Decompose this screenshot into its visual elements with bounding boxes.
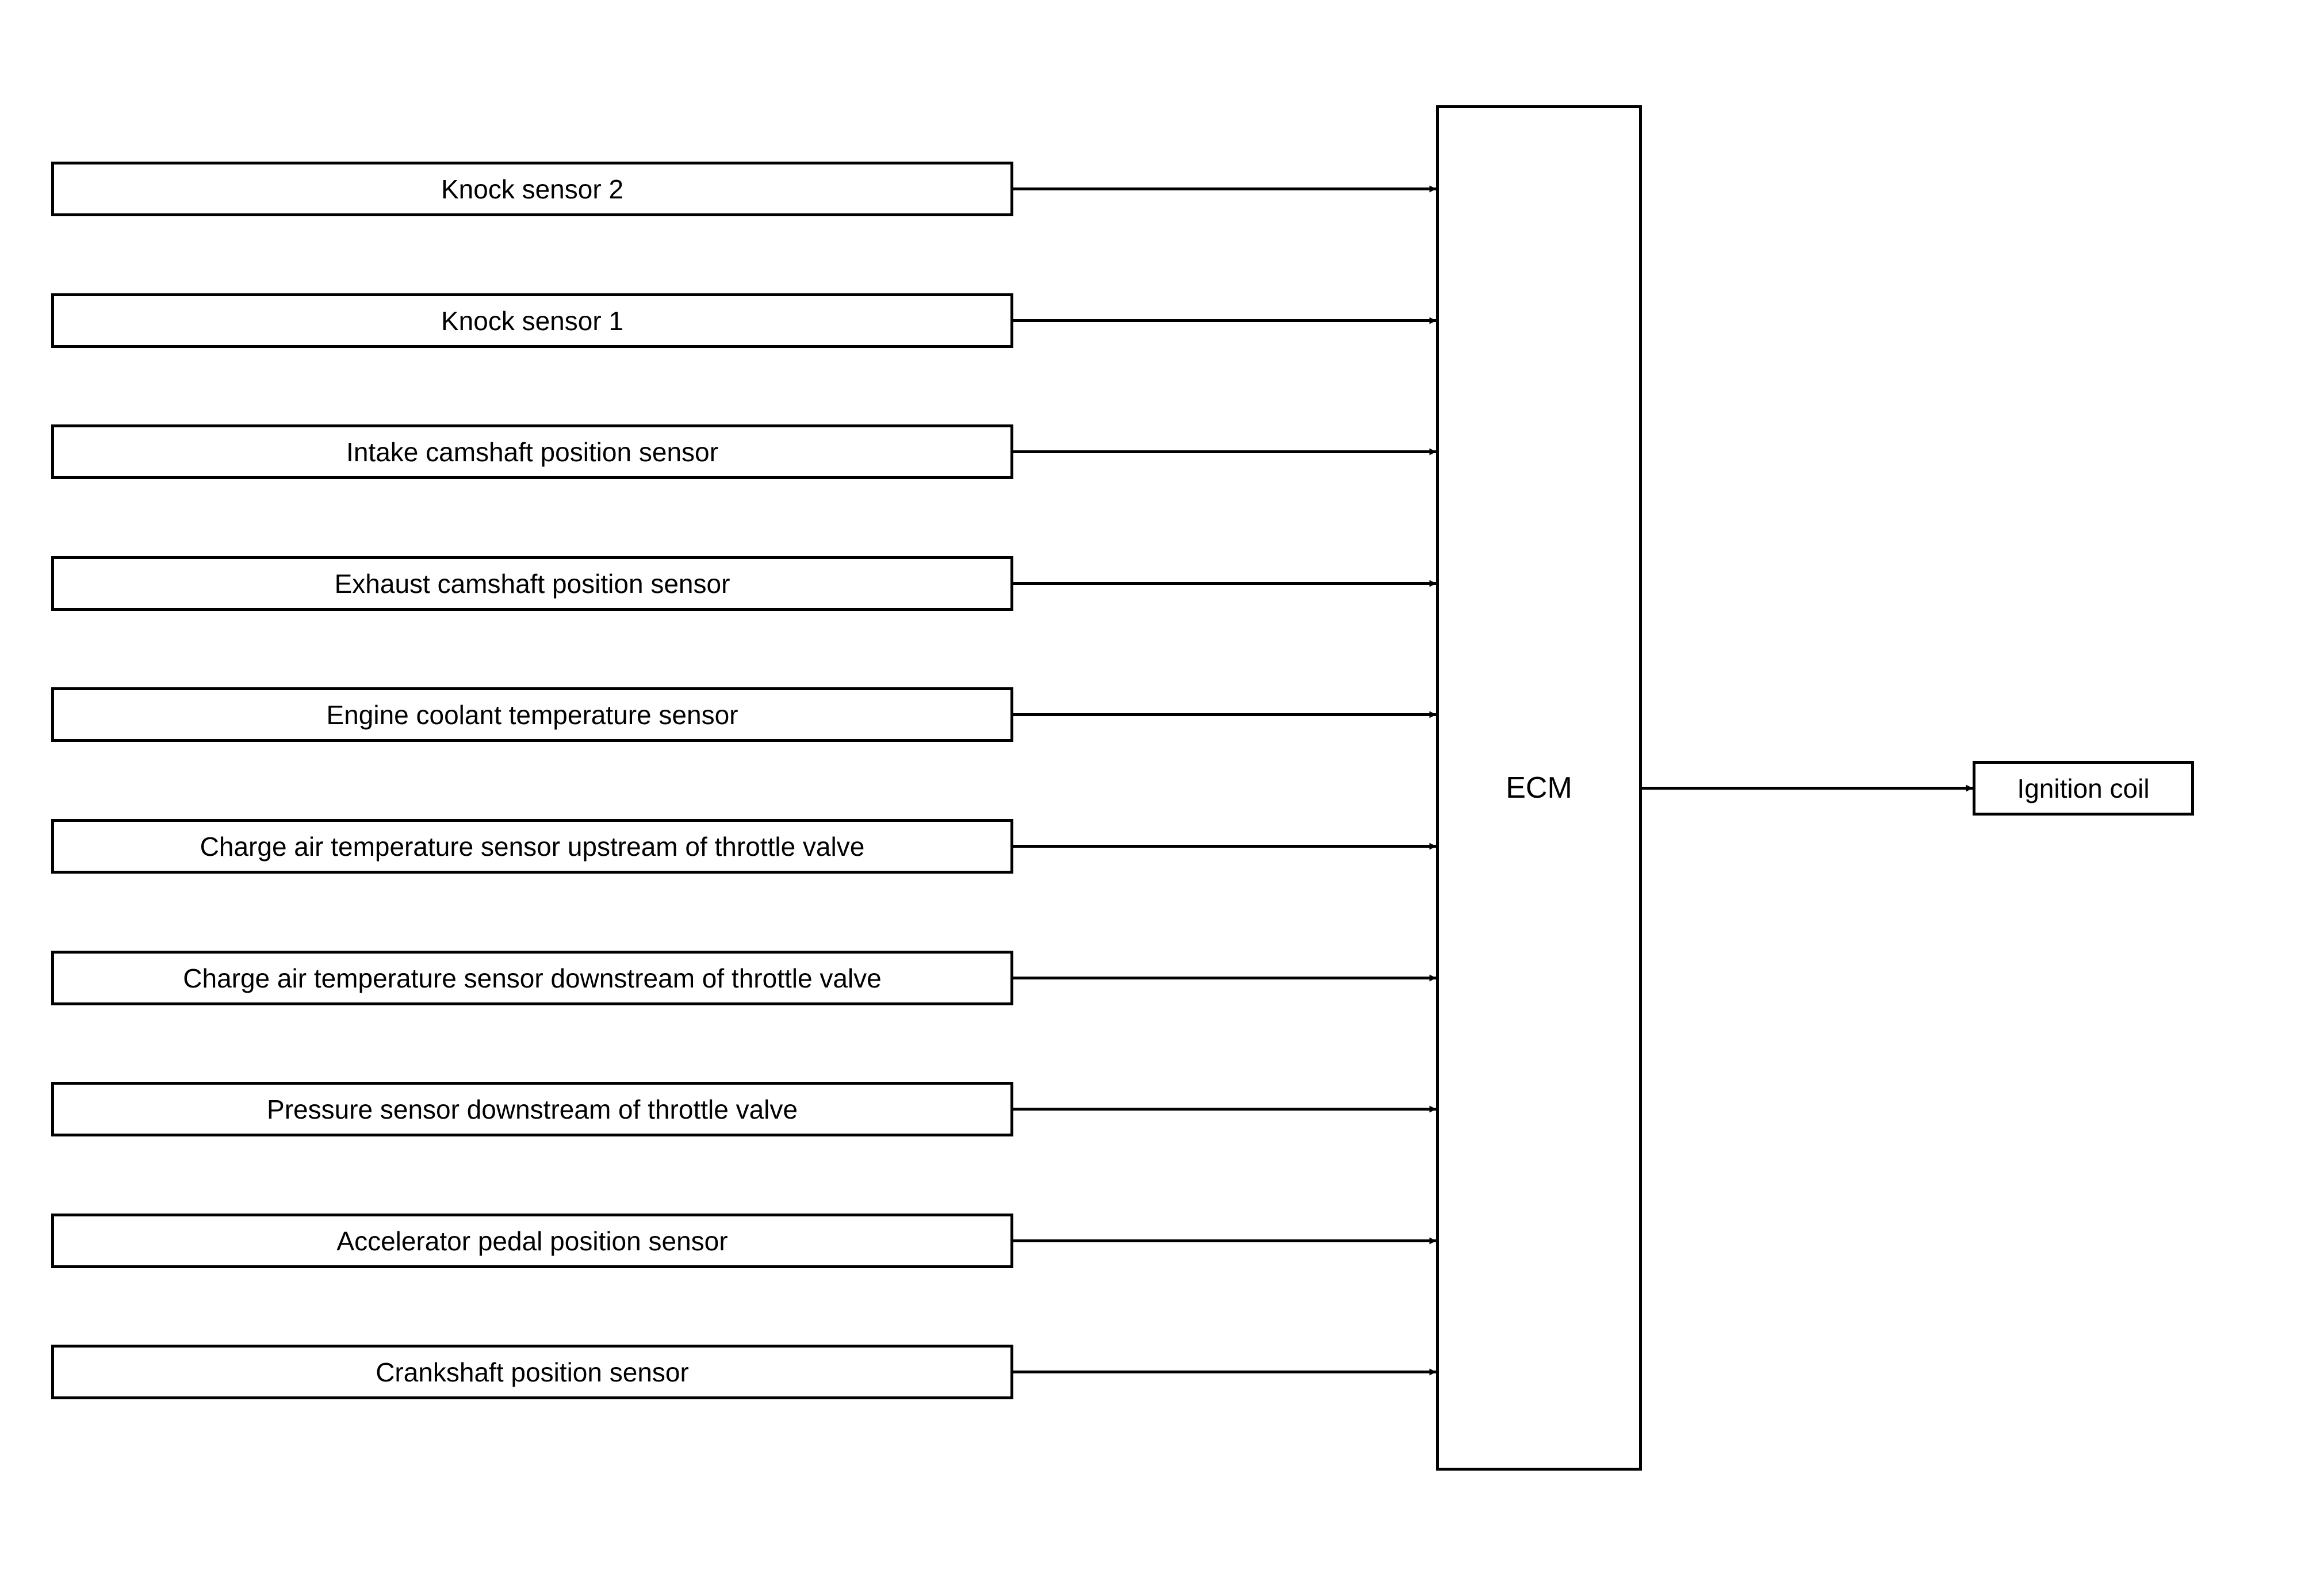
actuator-node-ignition-coil[interactable]: Ignition coil <box>1973 761 2194 816</box>
sensor-node-intake-camshaft-position-sensor[interactable]: Intake camshaft position sensor <box>51 424 1013 479</box>
sensor-node-knock-sensor-2[interactable]: Knock sensor 2 <box>51 162 1013 216</box>
ecm-node-label: ECM <box>1506 771 1572 805</box>
sensor-node-label: Crankshaft position sensor <box>376 1357 689 1387</box>
sensor-node-pressure-sensor-downstream[interactable]: Pressure sensor downstream of throttle v… <box>51 1082 1013 1136</box>
sensor-node-engine-coolant-temperature-sensor[interactable]: Engine coolant temperature sensor <box>51 687 1013 742</box>
sensor-node-label: Charge air temperature sensor downstream… <box>183 963 882 993</box>
sensor-node-label: Intake camshaft position sensor <box>346 437 718 467</box>
sensor-node-label: Pressure sensor downstream of throttle v… <box>267 1094 798 1124</box>
sensor-node-charge-air-temperature-sensor-upstream[interactable]: Charge air temperature sensor upstream o… <box>51 819 1013 874</box>
sensor-node-label: Knock sensor 2 <box>441 174 624 204</box>
sensor-node-label: Knock sensor 1 <box>441 305 624 336</box>
ecm-node[interactable]: ECM <box>1436 105 1642 1471</box>
sensor-node-accelerator-pedal-position-sensor[interactable]: Accelerator pedal position sensor <box>51 1214 1013 1268</box>
actuator-node-label: Ignition coil <box>2017 773 2150 803</box>
sensor-node-exhaust-camshaft-position-sensor[interactable]: Exhaust camshaft position sensor <box>51 556 1013 611</box>
sensor-node-label: Charge air temperature sensor upstream o… <box>200 831 865 862</box>
input-connectors <box>1013 185 1437 1376</box>
sensor-node-knock-sensor-1[interactable]: Knock sensor 1 <box>51 293 1013 348</box>
sensor-node-label: Exhaust camshaft position sensor <box>334 568 730 599</box>
sensor-node-charge-air-temperature-sensor-downstream[interactable]: Charge air temperature sensor downstream… <box>51 951 1013 1005</box>
sensor-node-label: Accelerator pedal position sensor <box>336 1226 728 1256</box>
sensor-node-label: Engine coolant temperature sensor <box>326 699 738 730</box>
sensor-node-crankshaft-position-sensor[interactable]: Crankshaft position sensor <box>51 1345 1013 1399</box>
